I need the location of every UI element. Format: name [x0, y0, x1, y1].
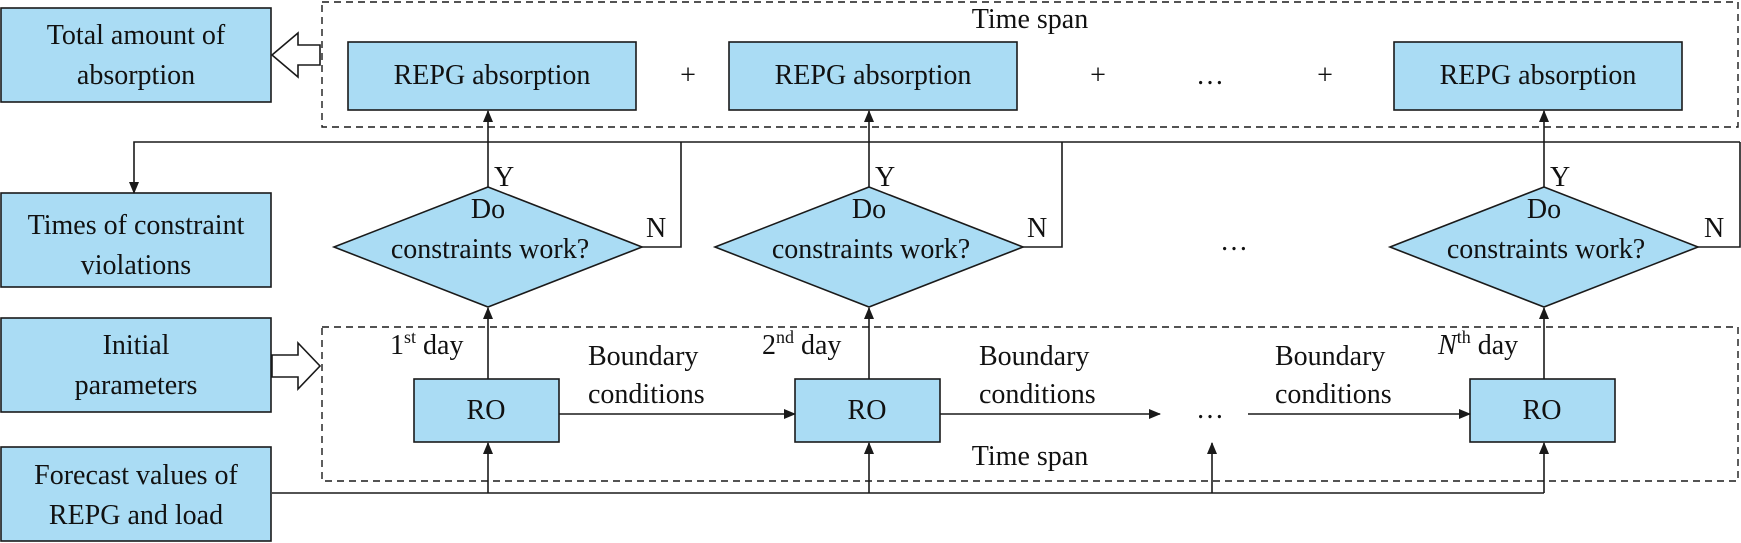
time-span-label-bottom: Time span — [972, 441, 1088, 472]
decision-3-line1: Do — [1527, 194, 1561, 225]
time-span-label-top: Time span — [972, 4, 1088, 35]
ro-box-2: RO — [794, 378, 941, 443]
boundary-label-2-line2: conditions — [979, 379, 1096, 410]
decision-1-line1: Do — [471, 194, 505, 225]
forecast-values-line1: Forecast values of — [34, 460, 238, 491]
yes-label-2: Y — [875, 162, 895, 193]
no-label-2: N — [1027, 213, 1047, 244]
decision-1: Do constraints work? — [331, 186, 645, 308]
boundary-label-3-line1: Boundary — [1275, 341, 1385, 372]
absorption-box-3: REPG absorption — [1393, 41, 1683, 111]
yes-label-1: Y — [494, 162, 514, 193]
initial-parameters-line1: Initial — [103, 330, 170, 361]
boundary-label-3-line2: conditions — [1275, 379, 1392, 410]
feedback-line — [129, 141, 1740, 194]
absorption-label-2: REPG absorption — [775, 60, 972, 91]
boundary-label-1-line1: Boundary — [588, 341, 698, 372]
ro-label-3: RO — [1523, 395, 1562, 426]
boundary-label-1-line2: conditions — [588, 379, 705, 410]
no-branch-3 — [1696, 142, 1741, 248]
constraint-violations-line2: violations — [81, 250, 191, 281]
decision-3: Do constraints work? — [1387, 186, 1701, 308]
absorption-box-1: REPG absorption — [347, 41, 637, 111]
day-label-1: 1st day — [390, 327, 463, 361]
forecast-values-line2: REPG and load — [49, 500, 223, 531]
ellipsis-middle: … — [1220, 226, 1248, 257]
ellipsis-bottom: … — [1196, 394, 1224, 425]
decision-2-line1: Do — [852, 194, 886, 225]
no-label-3: N — [1704, 213, 1724, 244]
time-span-frame-top — [321, 1, 1739, 128]
plus-sign-2: + — [1090, 60, 1106, 91]
ro-label-2: RO — [848, 395, 887, 426]
total-absorption-line2: absorption — [77, 60, 195, 91]
absorption-label-1: REPG absorption — [394, 60, 591, 91]
hollow-arrow-from-initial — [271, 341, 322, 391]
hollow-arrow-to-total — [270, 31, 321, 79]
plus-sign-3: + — [1317, 60, 1333, 91]
plus-sign-1: + — [680, 60, 696, 91]
decision-1-line2: constraints work? — [391, 234, 589, 265]
decision-3-line2: constraints work? — [1447, 234, 1645, 265]
no-label-1: N — [646, 213, 666, 244]
total-absorption-line1: Total amount of — [47, 20, 226, 51]
ro-box-1: RO — [413, 378, 560, 443]
no-branch-2 — [1021, 142, 1063, 248]
time-span-frame-bottom — [321, 326, 1739, 482]
constraint-violations-box: Times of constraint violations — [0, 192, 272, 288]
initial-parameters-box: Initial parameters — [0, 317, 272, 413]
decision-2-line2: constraints work? — [772, 234, 970, 265]
yes-label-3: Y — [1550, 162, 1570, 193]
forecast-values-box: Forecast values of REPG and load — [0, 446, 272, 542]
absorption-label-3: REPG absorption — [1440, 60, 1637, 91]
day-label-3: Nth day — [1437, 327, 1518, 361]
ro-label-1: RO — [467, 395, 506, 426]
decision-2: Do constraints work? — [712, 186, 1026, 308]
constraint-violations-line1: Times of constraint — [28, 210, 245, 241]
ellipsis-top: … — [1196, 60, 1224, 91]
ro-box-3: RO — [1469, 378, 1616, 443]
absorption-box-2: REPG absorption — [728, 41, 1018, 111]
day-label-2: 2nd day — [762, 327, 841, 361]
total-absorption-box: Total amount of absorption — [0, 7, 272, 103]
initial-parameters-line2: parameters — [75, 370, 198, 401]
boundary-label-2-line1: Boundary — [979, 341, 1089, 372]
no-branch-1 — [640, 142, 682, 248]
